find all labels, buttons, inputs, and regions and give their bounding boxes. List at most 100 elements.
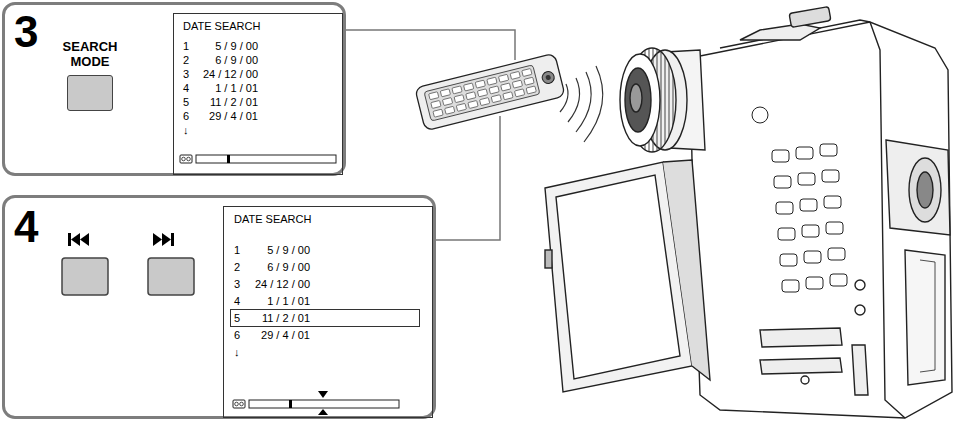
camcorder [625, 68, 651, 132]
tape-bar [318, 391, 328, 398]
screen-text: 4 [183, 82, 189, 95]
camcorder [545, 250, 552, 268]
camcorder [789, 7, 831, 28]
step-number: 4 [14, 204, 38, 250]
camcorder [545, 7, 952, 418]
screen-text: 11 / 2 / 01 [242, 312, 310, 325]
camcorder [824, 196, 841, 208]
remote-control [498, 74, 508, 82]
screen-title: DATE SEARCH [183, 20, 260, 33]
lcd-screen: DATE SEARCH15 / 9 / 0026 / 9 / 00324 / 1… [173, 13, 343, 175]
remote-control [475, 80, 485, 88]
screen-text: 5 [234, 312, 240, 325]
skip-buttons [148, 258, 194, 295]
camcorder [917, 172, 933, 208]
selected-row: 511 / 2 / 01 [230, 309, 420, 327]
skip-buttons [62, 258, 108, 295]
camcorder [796, 147, 813, 159]
remote-control [456, 103, 466, 111]
screen-text: 2 [234, 261, 240, 274]
tape-bar [240, 402, 244, 406]
camcorder [778, 228, 795, 240]
camcorder [772, 150, 789, 162]
camcorder [828, 248, 845, 260]
camcorder [556, 175, 680, 379]
remote-control [429, 92, 439, 100]
step-panel: 3SEARCH MODEDATE SEARCH15 / 9 / 0026 / 9… [2, 2, 346, 176]
remote-control [424, 65, 540, 121]
tape-bar [233, 400, 245, 408]
button-label: SEARCH MODE [58, 39, 122, 69]
screen-text: 29 / 4 / 01 [242, 329, 310, 342]
signal-waves [576, 72, 591, 132]
camcorder [780, 254, 797, 266]
screen-text: 24 / 12 / 00 [190, 68, 258, 81]
camcorder [855, 280, 865, 290]
remote-control [433, 109, 443, 117]
screen-text: 1 / 1 / 01 [242, 295, 310, 308]
leader-line [346, 30, 515, 240]
remote-control [541, 70, 556, 85]
screen-text: 6 / 9 / 00 [242, 261, 310, 274]
remote-control [429, 68, 537, 117]
camcorder [630, 84, 642, 112]
camcorder [760, 328, 842, 347]
tape-bar [233, 391, 399, 415]
camcorder [822, 170, 839, 182]
screen-text: 24 / 12 / 00 [242, 278, 310, 291]
camcorder [620, 54, 660, 146]
screen-text: 1 [234, 244, 240, 257]
skip-buttons [71, 233, 80, 246]
signal-waves [584, 66, 603, 142]
camcorder [740, 24, 820, 40]
screen-title: DATE SEARCH [234, 213, 311, 226]
signal-waves [568, 78, 580, 122]
remote-control [480, 98, 490, 106]
remote-control [522, 68, 532, 76]
remote-control [491, 95, 501, 103]
remote-control [431, 100, 441, 108]
screen-text: 3 [183, 68, 189, 81]
tape-bar [182, 157, 186, 161]
camcorder [760, 358, 842, 374]
tape-bar [289, 400, 292, 408]
camcorder [752, 107, 847, 292]
remote-control [526, 86, 536, 94]
leader-line [346, 30, 515, 60]
tape-bar [318, 409, 328, 415]
camcorder [801, 376, 809, 384]
tape-bar [187, 157, 191, 161]
remote-control [487, 77, 497, 85]
camcorder [802, 225, 819, 237]
screen-text: ↓ [183, 124, 189, 137]
camcorder [776, 202, 793, 214]
screen-text: 2 [183, 54, 189, 67]
remote-control [466, 92, 476, 100]
remote-control [468, 100, 478, 108]
camcorder [920, 260, 935, 372]
camcorder [909, 158, 941, 222]
camcorder [663, 160, 710, 380]
remote-control [415, 53, 565, 131]
camcorder [855, 305, 865, 315]
remote-control [440, 89, 450, 97]
screen-text: 3 [234, 278, 240, 291]
tape-bar [196, 155, 336, 163]
camcorder [826, 222, 843, 234]
remote-control [512, 80, 522, 88]
camcorder [798, 173, 815, 185]
camcorder [782, 280, 799, 292]
camcorder [820, 144, 837, 156]
remote-control [452, 86, 462, 94]
screen-text: 6 [183, 110, 189, 123]
camcorder [804, 251, 821, 263]
remote-control [524, 77, 534, 85]
screen-text: 11 / 2 / 01 [190, 96, 258, 109]
remote-control [415, 53, 565, 131]
step-number: 3 [14, 9, 38, 55]
screen-text: 5 / 9 / 00 [242, 244, 310, 257]
signal-waves [560, 84, 568, 112]
remote-control [545, 74, 551, 80]
screen-text: 4 [234, 295, 240, 308]
leader-line [436, 116, 500, 240]
